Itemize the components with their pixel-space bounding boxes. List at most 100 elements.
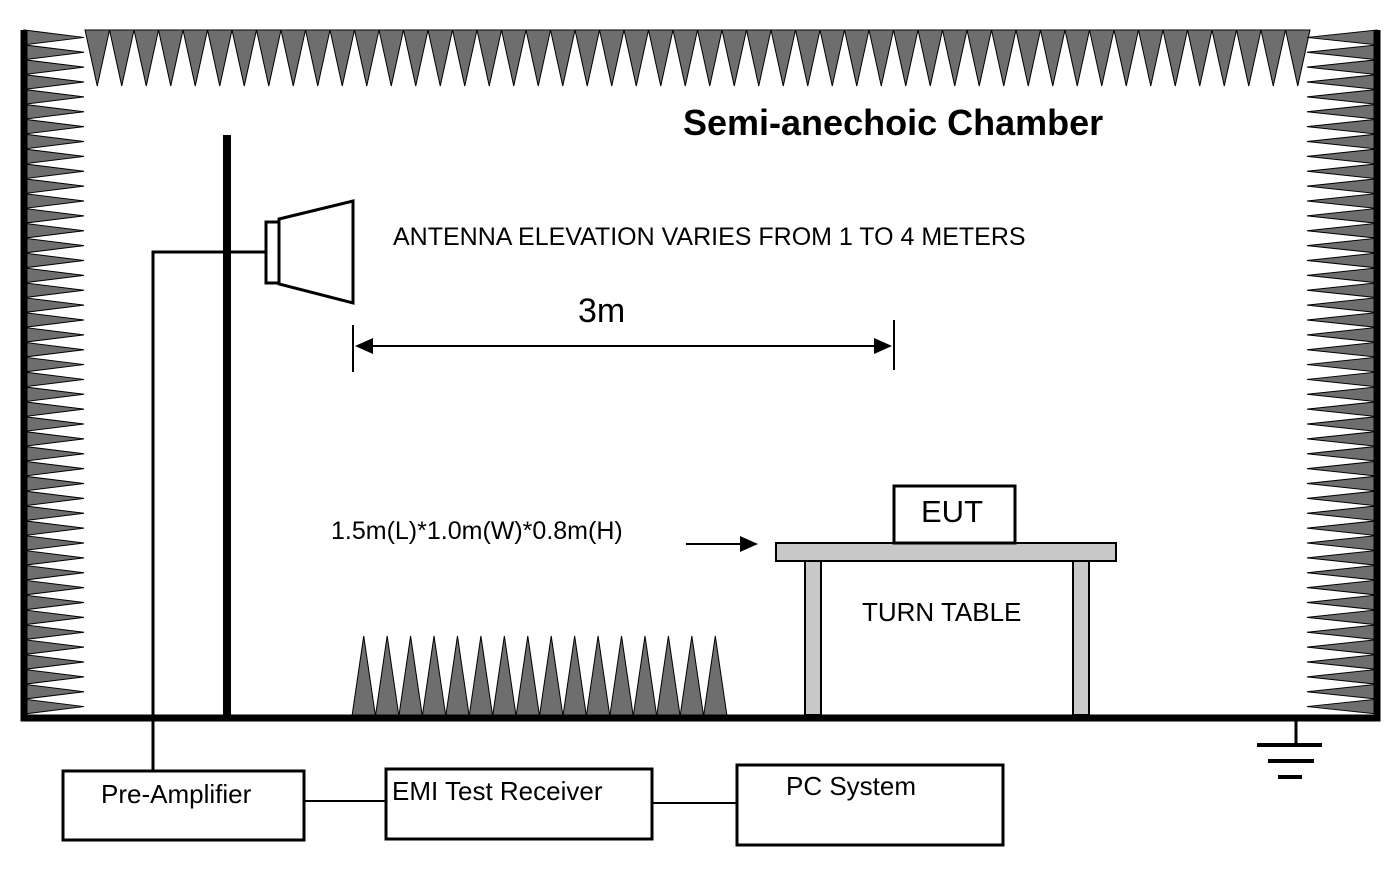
absorber-spike [23, 594, 85, 611]
absorber-spike [468, 635, 494, 717]
left-absorber-wall [23, 29, 85, 715]
absorber-spike [1306, 445, 1378, 462]
absorber-spike [1306, 103, 1378, 120]
absorber-spike [23, 59, 85, 76]
absorber-spike [280, 29, 307, 87]
absorber-spike [23, 178, 85, 195]
absorber-spike [794, 29, 821, 87]
absorber-spike [492, 635, 517, 717]
chamber-outline [20, 30, 1381, 722]
absorber-spike [23, 356, 85, 373]
absorber-spike [770, 29, 797, 87]
absorber-spike [598, 29, 625, 87]
absorber-spike [1211, 29, 1238, 87]
absorber-spike [1306, 460, 1378, 477]
absorber-spike [23, 460, 85, 477]
absorber-spike [1306, 193, 1378, 209]
absorber-spike [1306, 44, 1378, 61]
absorber-spike [108, 29, 135, 87]
chamber-title: Semi-anechoic Chamber [683, 102, 1104, 143]
absorber-spike [351, 635, 377, 717]
table-dimensions-label: 1.5m(L)*1.0m(W)*0.8m(H) [331, 517, 623, 545]
absorber-spike [1306, 609, 1378, 626]
absorber-spike [23, 520, 85, 537]
absorber-spike [1306, 148, 1378, 165]
absorber-spike [1113, 29, 1140, 87]
absorber-spike [23, 237, 85, 254]
absorber-spike [133, 29, 160, 87]
absorber-spike [1088, 29, 1115, 87]
antenna-elevation-note: ANTENNA ELEVATION VARIES FROM 1 TO 4 MET… [393, 223, 1026, 251]
absorber-spike [702, 635, 728, 717]
absorber-spike [1137, 29, 1164, 87]
absorber-spike [1306, 490, 1378, 507]
absorber-spike [23, 44, 85, 61]
pre-amplifier-label: Pre-Amplifier [101, 779, 252, 809]
absorber-spike [525, 29, 552, 87]
absorber-spike [23, 118, 85, 135]
absorber-spike [23, 624, 85, 641]
absorber-spike [23, 267, 85, 284]
absorber-spike [23, 88, 85, 105]
absorber-spike [868, 29, 895, 87]
absorber-spike [23, 163, 85, 180]
absorber-spike [23, 103, 85, 120]
absorber-spike [500, 29, 527, 87]
absorber-spike [1306, 341, 1378, 358]
absorber-spike [1306, 118, 1378, 135]
absorber-spike [623, 29, 650, 87]
turn-table-label: TURN TABLE [862, 597, 1022, 627]
absorber-spike [23, 683, 85, 700]
absorber-spike [966, 29, 993, 87]
absorber-spike [23, 430, 85, 447]
absorber-spike [23, 371, 85, 388]
absorber-spike [549, 29, 576, 87]
absorber-spike [445, 635, 470, 717]
absorber-spike [1306, 653, 1378, 670]
absorber-spike [476, 29, 503, 87]
absorber-spike [609, 635, 634, 717]
absorber-spike [1306, 505, 1378, 522]
absorber-spike [1306, 326, 1378, 343]
absorber-spike [1162, 29, 1189, 87]
absorber-spike [451, 29, 478, 87]
absorber-spike [23, 74, 85, 91]
absorber-spike [23, 297, 85, 314]
absorber-spike [84, 29, 111, 87]
absorber-spike [23, 252, 85, 269]
absorber-spike [1306, 29, 1378, 46]
absorber-spike [304, 29, 331, 87]
absorber-spike [1306, 549, 1378, 566]
absorber-spike [1306, 698, 1378, 715]
absorber-spike [1306, 88, 1378, 105]
absorber-spike [23, 416, 85, 433]
absorber-spike [23, 282, 85, 299]
absorber-spike [647, 29, 674, 87]
absorber-spike [1306, 416, 1378, 433]
absorber-spike [1306, 579, 1378, 596]
absorber-spike [917, 29, 944, 87]
absorber-spike [329, 29, 356, 87]
absorber-spike [206, 29, 233, 87]
absorber-spike [843, 29, 870, 87]
absorber-spike [1064, 29, 1091, 87]
absorber-spike [1306, 178, 1378, 195]
absorber-spike [990, 29, 1017, 87]
absorber-spike [1306, 386, 1378, 403]
absorber-spike [721, 29, 748, 87]
absorber-spike [1306, 207, 1378, 224]
absorber-spike [1306, 252, 1378, 269]
absorber-spike [398, 635, 423, 717]
absorber-spike [656, 635, 681, 717]
absorber-spike [23, 698, 85, 715]
absorber-spike [1306, 520, 1378, 537]
absorber-spike [23, 609, 85, 626]
absorber-spike [1306, 683, 1378, 700]
absorber-spike [23, 148, 85, 165]
absorber-spike [374, 635, 400, 717]
absorber-spike [23, 490, 85, 507]
absorber-spike [1306, 222, 1378, 239]
absorber-spike [1306, 282, 1378, 299]
